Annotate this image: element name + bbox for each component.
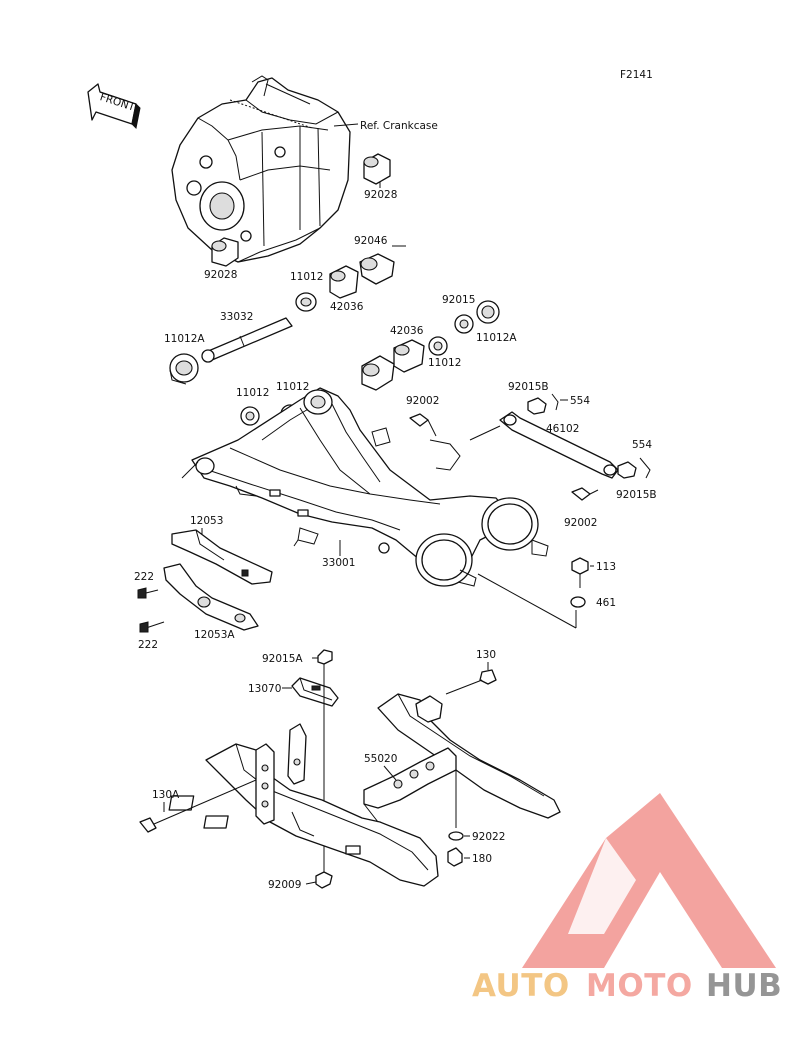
callout-554-upper: 554 bbox=[570, 395, 590, 407]
pad-13070 bbox=[291, 677, 339, 707]
bolt-130A bbox=[139, 779, 257, 833]
chain-guide-12053 bbox=[171, 529, 273, 585]
callout-113: 113 bbox=[596, 561, 616, 573]
callout-33032: 33032 bbox=[220, 311, 253, 323]
screw-222-upper bbox=[137, 587, 159, 599]
bolt-180 bbox=[447, 847, 463, 867]
callout-11012-a: 11012 bbox=[290, 271, 323, 283]
callout-130A: 130A bbox=[152, 789, 180, 801]
callout-92028-lower: 92028 bbox=[204, 269, 237, 281]
washer-92022 bbox=[448, 831, 464, 841]
tie-rod-46102 bbox=[499, 411, 619, 479]
bushing-92028-lower bbox=[211, 237, 239, 267]
cap-11012A-right bbox=[476, 300, 500, 324]
figure-id: F2141 bbox=[620, 69, 653, 81]
watermark-text-auto: AUTO bbox=[472, 968, 570, 1004]
callout-11012-b: 11012 bbox=[428, 357, 461, 369]
watermark-triangle-icon bbox=[522, 793, 776, 968]
callout-11012-d: 11012 bbox=[276, 381, 309, 393]
callout-92046: 92046 bbox=[354, 235, 388, 247]
watermark-text-hub: HUB bbox=[706, 968, 782, 1004]
callout-33001: 33001 bbox=[322, 557, 355, 569]
callout-554-lower: 554 bbox=[632, 439, 652, 451]
callout-11012-c: 11012 bbox=[236, 387, 269, 399]
callout-180: 180 bbox=[472, 853, 492, 865]
swingarm-33001 bbox=[181, 387, 549, 587]
crankcase-illustration bbox=[171, 75, 351, 263]
callout-92002-upper: 92002 bbox=[406, 395, 439, 407]
callout-92015: 92015 bbox=[442, 294, 475, 306]
callout-92022: 92022 bbox=[472, 831, 505, 843]
callout-92015B-lower: 92015B bbox=[616, 489, 657, 501]
callout-42036-lower: 42036 bbox=[390, 325, 424, 337]
chain-guide-12053A bbox=[163, 563, 259, 631]
screw-222-lower bbox=[139, 621, 165, 633]
cap-11012-a bbox=[295, 292, 317, 312]
callout-12053: 12053 bbox=[190, 515, 223, 527]
cap-11012-b bbox=[428, 336, 448, 356]
callout-92015B-upper: 92015B bbox=[508, 381, 549, 393]
pivot-shaft-33032 bbox=[201, 317, 293, 363]
callout-222-upper: 222 bbox=[134, 571, 154, 583]
washer-92015 bbox=[454, 314, 474, 334]
sleeve-42036-upper bbox=[329, 265, 359, 299]
bushing-92028-upper bbox=[363, 153, 391, 185]
cap-11012A-left bbox=[169, 353, 199, 385]
frame-55020 bbox=[168, 693, 561, 887]
bolt-130 bbox=[445, 669, 497, 695]
bolt-92009 bbox=[315, 871, 333, 889]
callout-130: 130 bbox=[476, 649, 496, 661]
bolt-92002-lower bbox=[571, 487, 599, 501]
callout-55020: 55020 bbox=[364, 753, 397, 765]
callout-13070: 13070 bbox=[248, 683, 281, 695]
nut-92015B-upper bbox=[527, 397, 547, 415]
callout-92002-lower: 92002 bbox=[564, 517, 597, 529]
callout-11012A-right: 11012A bbox=[476, 332, 517, 344]
callout-92015A: 92015A bbox=[262, 653, 303, 665]
watermark-text-moto: MOTO bbox=[586, 968, 693, 1004]
cap-11012-c bbox=[240, 406, 260, 426]
sleeve-42036-lower bbox=[361, 339, 425, 391]
callout-92009: 92009 bbox=[268, 879, 301, 891]
bolt-113 bbox=[571, 557, 589, 588]
washer-461 bbox=[570, 596, 586, 608]
callout-11012A-left: 11012A bbox=[164, 333, 205, 345]
nut-92015A bbox=[317, 649, 333, 665]
callout-461: 461 bbox=[596, 597, 616, 609]
callout-42036-upper: 42036 bbox=[330, 301, 364, 313]
front-arrow-icon: FRONT bbox=[87, 83, 141, 130]
watermark-logo: AUTO MOTO HUB bbox=[472, 793, 782, 1004]
bolt-92002-upper bbox=[409, 413, 437, 437]
callout-12053A: 12053A bbox=[194, 629, 235, 641]
callout-222-lower: 222 bbox=[138, 639, 158, 651]
nut-92015B-lower bbox=[617, 461, 637, 479]
cotter-pin-554-upper-icon bbox=[551, 393, 559, 411]
callout-92028-upper: 92028 bbox=[364, 189, 397, 201]
cotter-pin-554-lower-icon bbox=[639, 457, 651, 479]
callout-46102: 46102 bbox=[546, 423, 579, 435]
sleeve-92046 bbox=[359, 253, 395, 285]
ref-crankcase-label: Ref. Crankcase bbox=[360, 120, 438, 132]
